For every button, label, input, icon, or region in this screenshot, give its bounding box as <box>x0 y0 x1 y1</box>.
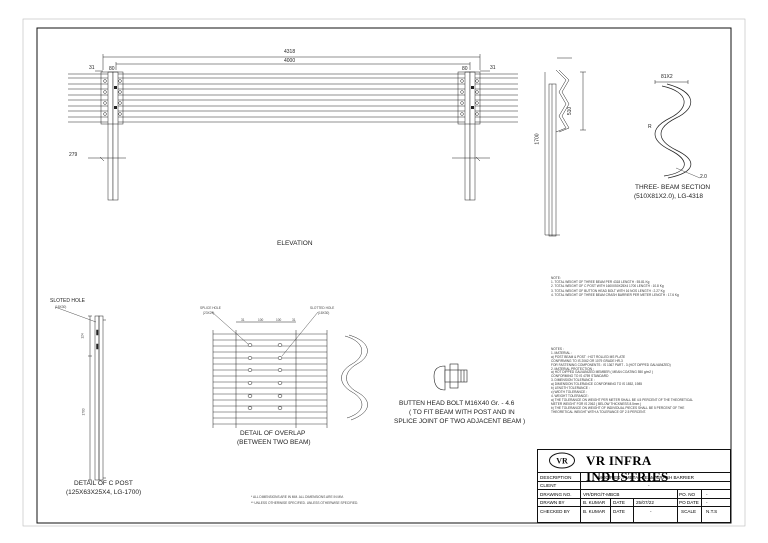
tb-row-client: CLIENT - <box>538 480 730 491</box>
notes-general-line: a) HOT DIPPED GALVANIZED MEMBER ( MEAN C… <box>551 370 653 375</box>
overlap-detail <box>211 311 368 428</box>
three-beam-section <box>654 80 701 179</box>
section-height-dim: 510 <box>567 106 574 116</box>
notes-general-line: 2. MATERIAL PROTECTION : <box>551 366 594 371</box>
notes-general-line: a) THE TOLERANCE ON WEIGHT PER METER SHA… <box>551 397 694 402</box>
bolt-line-3: SPLICE JOINT OF TWO ADJACENT BEAM ) <box>394 418 526 425</box>
notes-weights-line: 1. TOTAL WEIGHT OF THREE BEAM PER 4318 L… <box>551 280 650 285</box>
elevation-left-small-dim: 80 <box>109 66 115 72</box>
section-top-dim: 81X2 <box>661 74 673 80</box>
bolt-line-1: BUTTEN HEAD BOLT M16X40 Gr. - 4.6 <box>399 400 515 407</box>
bolt-line-2: ( TO FIT BEAM WITH POST AND IN <box>409 409 515 416</box>
tb-date-value: 25/07/22 <box>636 500 654 506</box>
cpost-title: DETAIL OF C POST <box>74 480 133 487</box>
tb-client-label: CLIENT <box>540 483 557 489</box>
elevation-right-dim: 31 <box>490 65 496 71</box>
notes-general: NOTES : 1. MATERIAL : a) POST BEAM & POS… <box>551 347 731 414</box>
overlap-dim-1: 31 <box>241 318 245 322</box>
title-block: VR VR INFRA INDUSTRIES DESCRIPTION MODIF… <box>537 449 732 524</box>
notes-general-line: b) THE TOLERANCE ON WEIGHT OF INDIVIDUAL… <box>551 405 685 410</box>
title-block-header: VR VR INFRA INDUSTRIES <box>538 450 732 484</box>
overlap-dim-3: 100 <box>276 318 282 322</box>
tb-drawn-by-label: DRAWN BY <box>540 500 565 506</box>
tb-scale-value: N.T.S <box>706 508 718 514</box>
section-radius-dim: R <box>648 124 652 130</box>
tb-row-checked-by: CHECKED BY B. KUMAR DATE - SCALE N.T.S <box>538 506 730 524</box>
overlap-splice-label: SPLICE HOLE <box>200 306 221 310</box>
tb-po-date-label: PO DATE <box>679 500 699 506</box>
tb-row-drawn-by: DRAWN BY B. KUMAR DATE 25/07/22 PO DATE … <box>538 497 730 508</box>
cpost-subtitle: (125X63X25X4, LG-1700) <box>66 489 142 496</box>
elevation-overall-dim: 4318 <box>284 49 296 55</box>
notes-general-line: 3. DIMENSION TOLERANCE : <box>551 378 595 383</box>
tb-po-no-value: - <box>706 491 708 497</box>
notes-general-line: CONFIRMING TO IS 2062 OR 1079 GRADE HR-3 <box>551 358 623 363</box>
overlap-dim-4: 31 <box>292 318 296 322</box>
tb-row-drawing-no: DRAWING NO. VR/DRG/T-MBCB PO. NO - <box>538 489 730 499</box>
notes-general-line: c) WIDTH TOLERANCE : <box>551 389 588 394</box>
tb-description-value: MODIFIED T-METAL BEAM CRASH BARRIER <box>598 474 694 480</box>
notes-general-line: a) DIMENSION TOLERANCE CONFORMING TO IS … <box>551 382 642 387</box>
tb-po-date-value: - <box>706 500 708 506</box>
bolt-drawing <box>433 363 468 391</box>
inner-border <box>36 27 732 524</box>
tb-date2-value: - <box>650 508 652 514</box>
notes-general-line: 4. WEIGHT TOLERANCE : <box>551 393 590 398</box>
tb-checked-by-value: B. KUMAR <box>583 508 606 514</box>
elevation-span-dim: 4000 <box>284 58 296 64</box>
tb-drawing-no-label: DRAWING NO. <box>540 491 572 497</box>
tb-po-no-label: PO. NO <box>679 491 696 497</box>
notes-general-line: THEORETICAL WEIGHT WITH A TOLERANCE OF 2… <box>551 409 646 414</box>
tb-scale-label: SCALE <box>681 508 697 514</box>
tb-row-description: DESCRIPTION MODIFIED T-METAL BEAM CRASH … <box>538 472 730 482</box>
cpost-post-dim: 1700 <box>81 408 86 416</box>
tb-drawing-no-value: VR/DRG/T-MBCB <box>583 491 620 497</box>
tb-client-value: - <box>648 483 650 489</box>
overlap-slot-label: SLOTTED HOLE <box>310 306 335 310</box>
notes-general-line: CONFORMING TO IS 4759 STANDARD <box>551 374 609 379</box>
cpost-hole-size: (18X30) <box>55 305 67 309</box>
elevation-title: ELEVATION <box>277 240 313 247</box>
notes-weights-line: 2. TOTAL WEIGHT OF C POST WITH 1600X50X2… <box>551 284 664 289</box>
elevation-left-dim: 31 <box>89 65 95 71</box>
overlap-slot-size: (18X30) <box>318 311 330 315</box>
tb-checked-by-label: CHECKED BY <box>540 508 570 514</box>
notes-weights-line: 3. TOTAL WEIGHT OF BUTTON HEAD BOLT WITH… <box>551 288 665 293</box>
notes-weights-line: 4. TOTAL WEIGHT OF THREE BEAM CRASH BARR… <box>551 292 679 297</box>
section-title: THREE- BEAM SECTION <box>635 184 711 191</box>
cpost-top-dim: 124 <box>80 333 85 339</box>
section-subtitle: (510X81X2.0), LG-4318 <box>634 193 704 200</box>
footnote-1: * ALL DIMENSIONS ARE IN MM. ALL DIMENSIO… <box>251 495 344 499</box>
footnote-2: ** UNLESS OTHERWISE SPECIFIED. UNLESS OT… <box>251 501 359 505</box>
notes-general-line: FOR FASTENING COMPONENTS : IS 1367 PART … <box>551 362 671 367</box>
outer-border <box>22 18 746 527</box>
notes-weights: NOTE: 1. TOTAL WEIGHT OF THREE BEAM PER … <box>551 276 731 297</box>
tb-description-label: DESCRIPTION <box>540 474 572 480</box>
notes-general-line: b) LENGTH TOLERANCE : <box>551 386 590 391</box>
notes-weights-heading: NOTE: <box>551 276 561 280</box>
cpost-hole-label: SLOTED HOLE <box>50 298 86 304</box>
tb-date-label: DATE <box>613 500 625 506</box>
logo-text: VR <box>556 457 568 466</box>
overlap-subtitle: (BETWEEN TWO BEAM) <box>237 439 311 446</box>
company-logo: VR <box>549 452 575 469</box>
c-post-detail <box>54 306 106 481</box>
tb-drawn-by-value: B. KUMAR <box>583 500 606 506</box>
notes-general-line: a) POST BEAM & POST : HOT ROLLED MS PLAT… <box>551 354 626 359</box>
notes-general-heading: NOTES : <box>551 347 564 351</box>
tb-date2-label: DATE <box>613 508 625 514</box>
elevation-post-offset-dim: 279 <box>69 152 78 158</box>
notes-general-line: 1. MATERIAL : <box>551 350 572 355</box>
overlap-splice-size: (23X29) <box>203 311 215 315</box>
side-view <box>544 57 586 237</box>
notes-general-line: METER WEIGHT FOR IS 2062 ( BELOW THICKNE… <box>551 401 642 406</box>
section-thickness-dim: 2.0 <box>700 174 707 180</box>
elevation-right-small-dim: 80 <box>462 66 468 72</box>
elevation-height-dim: 1700 <box>534 133 541 145</box>
overlap-title: DETAIL OF OVERLAP <box>240 430 306 437</box>
elevation-view <box>68 54 518 201</box>
overlap-dim-2: 100 <box>258 318 264 322</box>
